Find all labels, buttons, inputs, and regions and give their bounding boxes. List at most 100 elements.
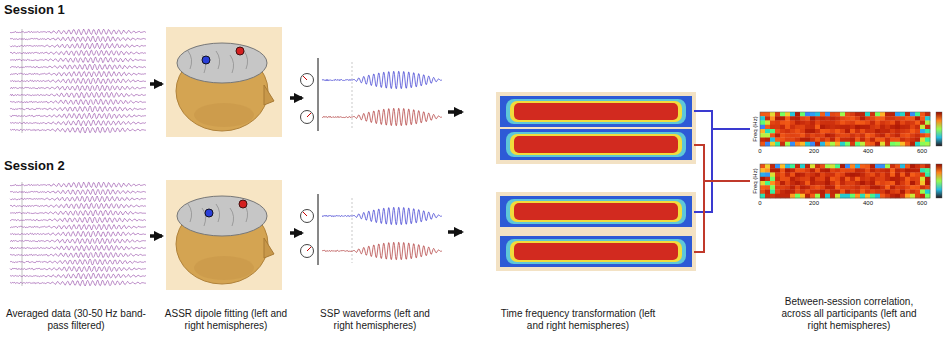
correlation-map [840, 133, 845, 138]
time-frequency-map [510, 101, 682, 122]
averaged-traces [10, 120, 146, 126]
correlation-map [925, 177, 930, 182]
flow-arrow [448, 110, 462, 114]
correlation-map [855, 133, 860, 138]
correlation-map [815, 112, 820, 117]
axis-tick: 400 [863, 148, 873, 154]
correlation-map [805, 121, 810, 126]
correlation-map [845, 112, 850, 117]
correlation-map [790, 168, 795, 173]
axis-tick: 200 [809, 148, 819, 154]
correlation-map [910, 190, 915, 195]
correlation-map [815, 125, 820, 130]
correlation-map [880, 164, 885, 169]
correlation-map [880, 185, 885, 190]
correlation-map [815, 129, 820, 134]
correlation-map [840, 181, 845, 186]
correlation-map [870, 194, 875, 199]
correlation-map [880, 168, 885, 173]
correlation-map [800, 112, 805, 117]
correlation-map [825, 190, 830, 195]
correlation-map [905, 112, 910, 117]
correlation-map [775, 190, 780, 195]
correlation-map [915, 129, 920, 134]
averaged-traces [10, 238, 146, 244]
correlation-map [920, 125, 925, 130]
time-frequency-map [514, 103, 678, 120]
time-frequency-map [500, 236, 692, 267]
stage-caption: Time frequency transformation (left and … [498, 308, 658, 332]
correlation-map [905, 194, 910, 199]
correlation-map [865, 168, 870, 173]
correlation-map [760, 177, 765, 182]
correlation-map [805, 177, 810, 182]
correlation-map [780, 116, 785, 121]
correlation-map [895, 185, 900, 190]
correlation-map [790, 177, 795, 182]
correlation-map [895, 129, 900, 134]
correlation-map [780, 177, 785, 182]
correlation-map [810, 142, 815, 147]
averaged-traces [10, 113, 146, 119]
correlation-map [790, 129, 795, 134]
correlation-map [865, 181, 870, 186]
correlation-map [785, 185, 790, 190]
correlation-map [795, 194, 800, 199]
correlation-map [785, 138, 790, 143]
head-model [177, 196, 267, 236]
correlation-map [785, 121, 790, 126]
averaged-traces [10, 266, 146, 272]
correlation-map [875, 173, 880, 178]
correlation-map [900, 116, 905, 121]
correlation-map [835, 177, 840, 182]
correlation-map [790, 116, 795, 121]
correlation-map [795, 125, 800, 130]
correlation-map [800, 125, 805, 130]
correlation-map [900, 121, 905, 126]
correlation-map [845, 173, 850, 178]
stage-caption: Between-session correlation, across all … [774, 296, 924, 332]
correlation-map [760, 190, 765, 195]
correlation-map [885, 125, 890, 130]
correlation-map [845, 190, 850, 195]
correlation-map [855, 142, 860, 147]
correlation-map [850, 133, 855, 138]
correlation-map [805, 168, 810, 173]
correlation-map [890, 177, 895, 182]
averaged-traces [8, 180, 148, 288]
correlation-map [785, 133, 790, 138]
correlation-map [825, 133, 830, 138]
correlation-map [840, 177, 845, 182]
correlation-map [860, 173, 865, 178]
correlation-map [905, 116, 910, 121]
flow-arrow [290, 231, 302, 235]
correlation-map [890, 168, 895, 173]
correlation-map [895, 142, 900, 147]
correlation-map [780, 121, 785, 126]
averaged-traces [10, 280, 146, 286]
correlation-map [770, 121, 775, 126]
correlation-map [925, 181, 930, 186]
correlation-map [775, 168, 780, 173]
correlation-map [920, 133, 925, 138]
correlation-map [810, 177, 815, 182]
head-model [188, 51, 192, 69]
correlation-map [765, 194, 770, 199]
correlation-map [810, 112, 815, 117]
correlation-map [805, 112, 810, 117]
ssp-waveforms [301, 58, 443, 131]
correlation-map [855, 190, 860, 195]
correlation-map [795, 177, 800, 182]
time-frequency-map [506, 132, 686, 157]
correlation-map [785, 190, 790, 195]
correlation-map [885, 138, 890, 143]
correlation-map [765, 129, 770, 134]
correlation-map [855, 173, 860, 178]
correlation-map [785, 194, 790, 199]
correlation-map [905, 177, 910, 182]
correlation-map [870, 121, 875, 126]
correlation-map [850, 142, 855, 147]
flow-arrow [448, 230, 462, 234]
correlation-map [905, 190, 910, 195]
